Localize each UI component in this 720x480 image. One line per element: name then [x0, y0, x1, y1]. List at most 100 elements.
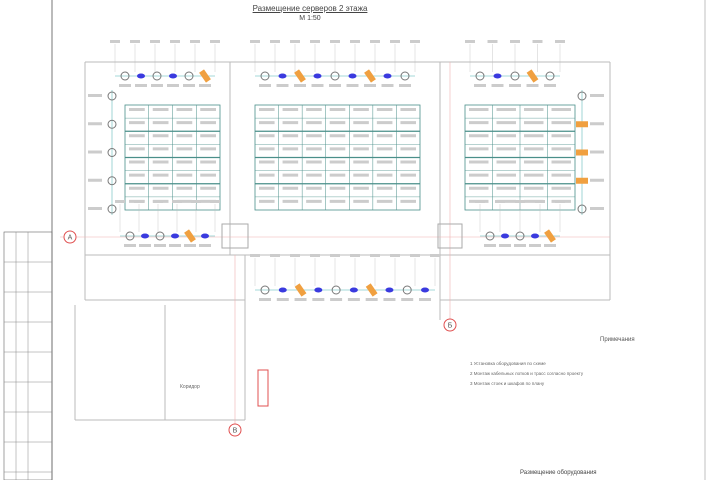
rack-label [129, 108, 145, 111]
device-blue [201, 233, 209, 239]
rack-label [496, 160, 516, 164]
rack-label [469, 186, 489, 190]
rack-label [353, 108, 369, 111]
dimension-text [390, 40, 400, 43]
device-orange [526, 69, 539, 83]
rack-label [282, 147, 299, 151]
device-label [514, 244, 526, 247]
column [221, 223, 249, 249]
rack-label [306, 121, 322, 125]
device-label [119, 84, 131, 87]
device-label [183, 84, 195, 87]
device-orange [576, 121, 588, 128]
rack-label [282, 134, 299, 138]
rack-label [524, 108, 544, 111]
rack-label [551, 173, 571, 177]
dimension-text [134, 200, 144, 203]
note-2: 2 Монтаж кабельных лотков и трасс соглас… [470, 371, 584, 376]
device-label [276, 84, 289, 87]
device-label [329, 84, 341, 87]
rack-label [306, 134, 322, 138]
rack-label [400, 186, 416, 190]
rack-label [524, 134, 544, 138]
rack-label [129, 173, 145, 177]
dimension-text [170, 40, 180, 43]
dimension-text [555, 40, 565, 43]
dimension-text [330, 40, 340, 43]
device-node [107, 176, 117, 186]
device-node [155, 231, 165, 241]
device-label [529, 244, 541, 247]
axis-marker [228, 423, 242, 437]
device-blue [349, 287, 358, 293]
device-node [331, 285, 341, 295]
device-label [259, 298, 271, 301]
device-blue [278, 73, 287, 79]
device-node [107, 91, 117, 101]
dimension-text [270, 254, 280, 257]
dimension-text [210, 200, 220, 203]
rack-label [129, 134, 145, 138]
rack-label [400, 134, 416, 138]
rack-label [282, 108, 299, 111]
dimension-text [370, 40, 380, 43]
dimension-text [487, 40, 498, 43]
device-label [499, 244, 511, 247]
rack-label [152, 134, 169, 138]
rack-label [306, 160, 322, 164]
rack-label [200, 173, 216, 177]
rack-label [496, 108, 516, 111]
axis-marker [63, 230, 77, 244]
dimension-text [310, 40, 320, 43]
footer-title: Размещение оборудования [520, 470, 597, 476]
dimension-text [475, 200, 485, 203]
rack-label [551, 186, 571, 190]
dimension-text [153, 200, 163, 203]
rack-label [176, 186, 193, 190]
rack-label [176, 173, 193, 177]
device-label [544, 244, 556, 247]
device-label [399, 84, 411, 87]
dimension-text [250, 40, 260, 43]
device-blue [421, 287, 429, 293]
rack-label [400, 199, 416, 203]
device-label [474, 84, 486, 87]
rack-label [551, 108, 571, 111]
rack-label [376, 173, 393, 177]
dimension-text [115, 200, 125, 203]
dimension-text [190, 40, 200, 43]
rack-label [376, 121, 393, 125]
rack-label [259, 121, 275, 125]
rack-label [176, 160, 193, 164]
rack-label [469, 147, 489, 151]
dimension-text [532, 40, 543, 43]
dimension-text [410, 40, 420, 43]
device-label [590, 122, 604, 126]
rack-label [176, 121, 193, 125]
device-label [590, 94, 604, 97]
device-label [184, 244, 196, 247]
device-label [88, 207, 102, 210]
device-orange [365, 283, 378, 297]
device-label [154, 244, 166, 247]
rack-label [152, 147, 169, 151]
dimension-text [290, 254, 300, 257]
dimension-text [310, 254, 320, 257]
rack-label [376, 160, 393, 164]
rack-label [524, 121, 544, 125]
rack-label [152, 173, 169, 177]
dimension-text [510, 40, 520, 43]
device-label [544, 84, 556, 87]
device-node [152, 71, 162, 81]
device-label [346, 84, 359, 87]
axis-label: А [68, 235, 73, 242]
rack-label [353, 199, 369, 203]
device-blue [314, 287, 323, 293]
rack-label [176, 147, 193, 151]
rack-label [469, 173, 489, 177]
rack-label [496, 186, 516, 190]
rack-label [306, 186, 322, 190]
device-label [491, 84, 504, 87]
device-label [509, 84, 521, 87]
